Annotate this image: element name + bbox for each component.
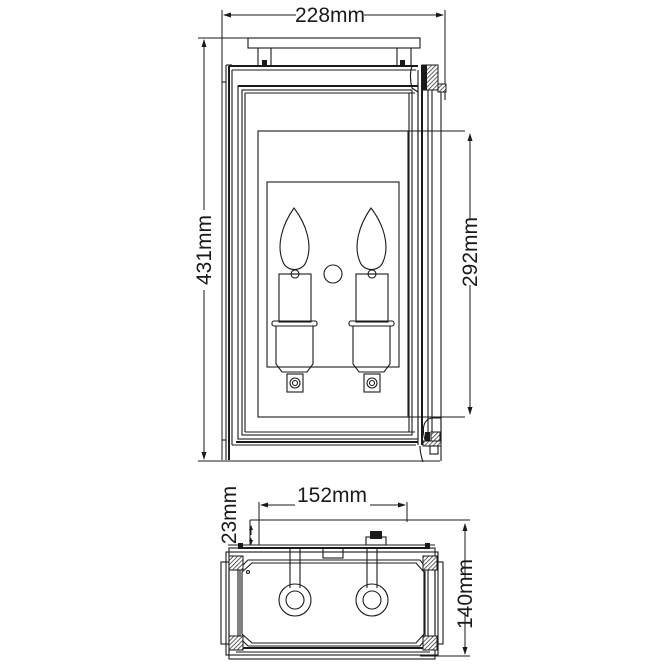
glass-height-label: 292mm [459,217,482,287]
candle-left [271,207,318,393]
mount-bracket [247,37,421,49]
backplate-width-dimension: 152mm [258,484,408,545]
holder-right [355,548,389,617]
front-view: 228mm 431mm [193,4,482,463]
bulb-left-icon [279,207,310,271]
backplate-depth-label: 23mm [218,486,241,544]
top-view: 152mm 23mm 140mm [218,484,477,660]
projection-label: 140mm [454,559,477,629]
candle-right [348,207,395,393]
height-dimension: 431mm [193,37,440,462]
glass-panel [257,130,409,418]
backplate-depth-dimension: 23mm [218,486,470,545]
width-label: 228mm [295,4,365,27]
bulb-right-icon [356,207,387,271]
holder-left-ring-icon [278,583,312,617]
glass-height-dimension: 292mm [459,133,482,415]
height-label: 431mm [193,215,216,285]
back-plate [266,181,400,368]
width-dimension: 228mm [221,4,446,460]
projection-dimension: 140mm [420,523,477,657]
backplate-width-label: 152mm [297,484,367,507]
holder-left [278,548,312,617]
center-boss [323,264,343,284]
top-frame [225,551,439,656]
holder-right-ring-icon [355,583,389,617]
